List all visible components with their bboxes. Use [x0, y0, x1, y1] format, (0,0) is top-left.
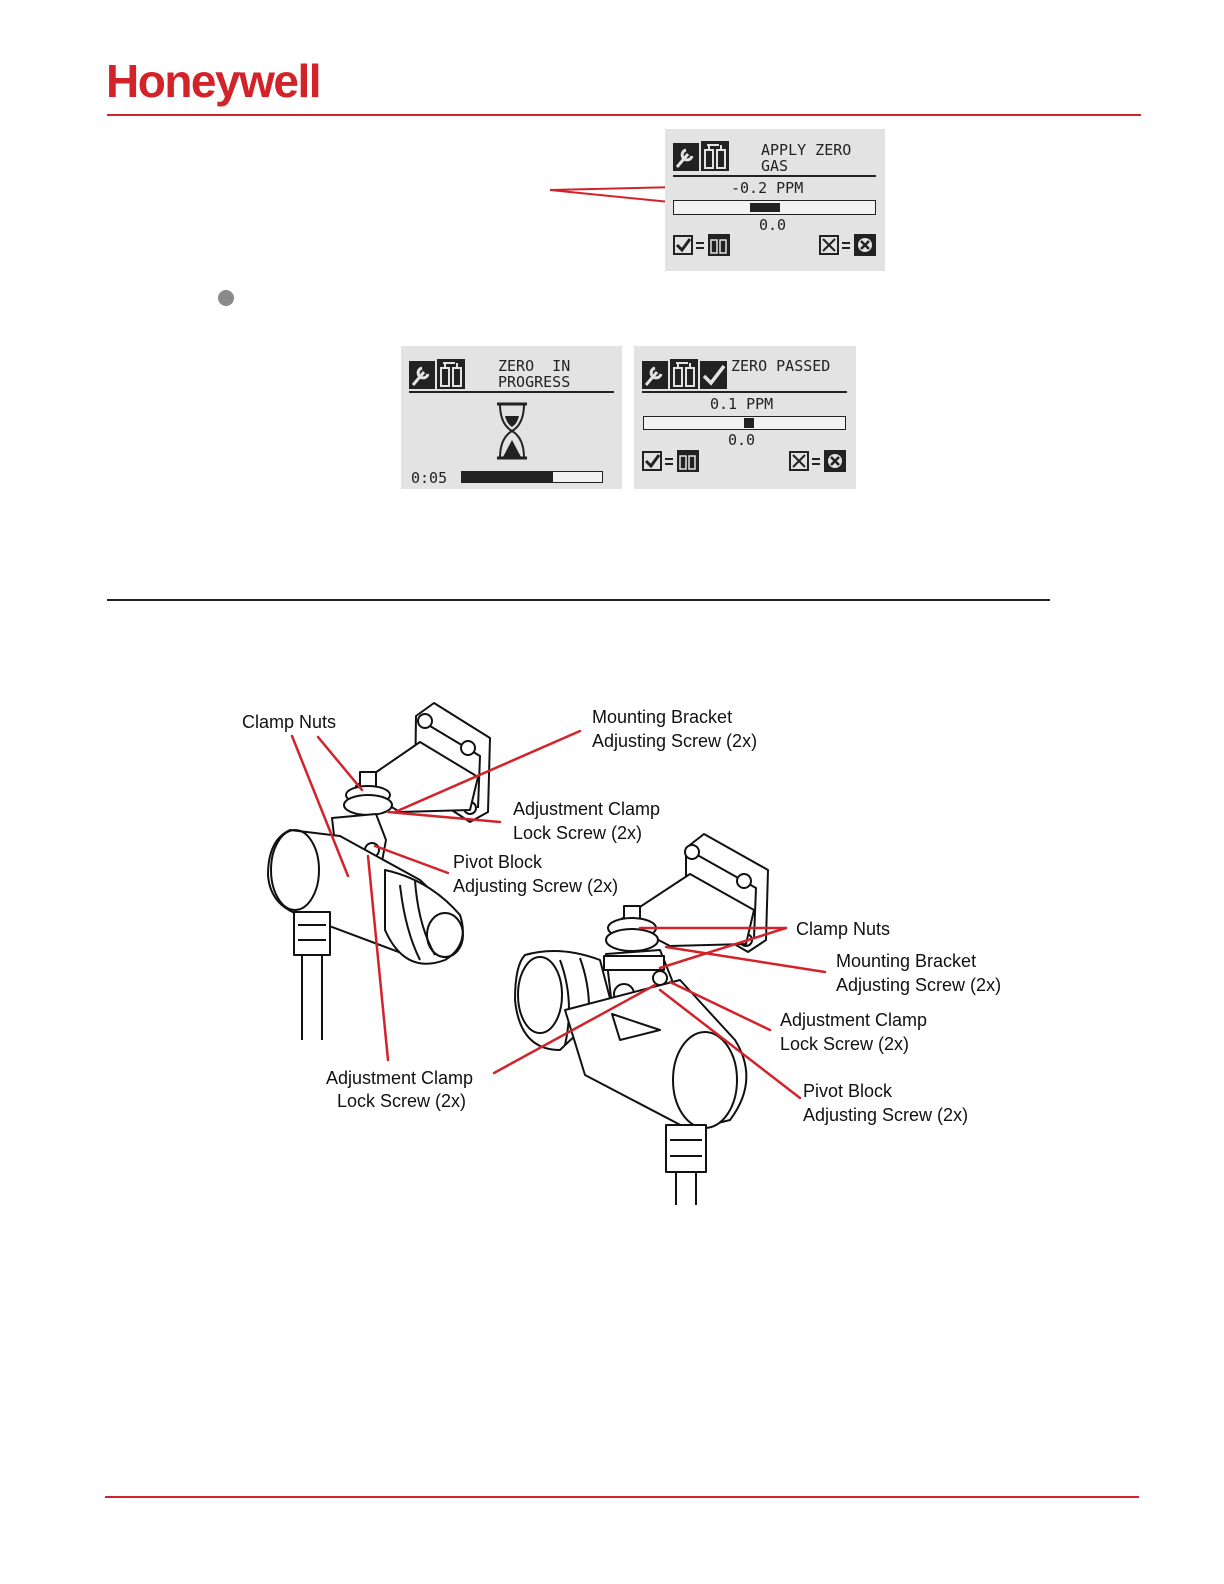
checkmark-icon: [700, 361, 727, 389]
label-mounting-bracket-right-1: Mounting Bracket: [836, 951, 977, 971]
label-mounting-bracket-left-1: Mounting Bracket: [592, 707, 733, 727]
zero-in-progress-screen: ZERO IN PROGRESS 0:05: [401, 346, 622, 489]
label-adjustment-clamp-left-1: Adjustment Clamp: [513, 799, 661, 819]
label-clamp-nuts-right: Clamp Nuts: [796, 919, 891, 939]
zero-progress-divider: [409, 391, 614, 393]
label-mounting-bracket-left-2: Adjusting Screw (2x): [592, 731, 758, 751]
label-pivot-block-right-1: Pivot Block: [803, 1081, 893, 1101]
header-rule: [107, 114, 1141, 116]
zero-progress-title-1: ZERO IN: [498, 357, 571, 375]
cancel-box-icon: [819, 234, 876, 256]
apply-zero-bar-fill: [750, 203, 780, 212]
section-rule: [107, 599, 1050, 601]
zero-passed-divider: [642, 391, 847, 393]
gas-bottle-icon: [670, 359, 698, 389]
label-adjustment-clamp-right-1: Adjustment Clamp: [780, 1010, 928, 1030]
zero-progress-bar: [461, 471, 603, 483]
zero-progress-title-2: PROGRESS: [498, 373, 571, 391]
label-adjustment-clamp-right-2: Lock Screw (2x): [780, 1034, 910, 1054]
cancel-box-icon: [789, 450, 846, 472]
zero-passed-reading: 0.1 PPM: [710, 395, 774, 413]
gas-bottle-icon: [437, 359, 465, 389]
label-clamp-nuts-left: Clamp Nuts: [242, 712, 337, 732]
zero-passed-bar: [643, 416, 846, 430]
wrench-icon: [673, 143, 699, 171]
zero-progress-bar-fill: [462, 472, 553, 482]
apply-zero-screen: APPLY ZERO GAS -0.2 PPM 0.0: [665, 129, 885, 271]
label-pivot-block-left-1: Pivot Block: [453, 852, 543, 872]
apply-zero-reading: -0.2 PPM: [731, 179, 804, 197]
footer-rule: [105, 1496, 1139, 1498]
label-mounting-bracket-right-2: Adjusting Screw (2x): [836, 975, 1002, 995]
hourglass-icon: [497, 402, 527, 460]
apply-zero-bar: [673, 200, 876, 215]
label-adjustment-clamp-left-2: Lock Screw (2x): [513, 823, 643, 843]
check-box-icon: [673, 234, 730, 256]
label-pivot-block-left-2: Adjusting Screw (2x): [453, 876, 619, 896]
wrench-icon: [642, 361, 668, 389]
apply-zero-baseline: 0.0: [759, 216, 787, 234]
zero-progress-timer: 0:05: [411, 469, 448, 487]
label-bottom-clamp-2: Lock Screw (2x): [337, 1091, 467, 1111]
label-pivot-block-right-2: Adjusting Screw (2x): [803, 1105, 969, 1125]
apply-zero-title-1: APPLY ZERO: [761, 141, 852, 159]
bullet-point: [218, 290, 234, 306]
wrench-icon: [409, 361, 435, 389]
zero-passed-screen: ZERO PASSED 0.1 PPM 0.0: [634, 346, 856, 489]
gas-bottle-icon: [701, 141, 729, 171]
check-box-icon: [642, 450, 699, 472]
zero-passed-baseline: 0.0: [728, 431, 756, 449]
apply-zero-divider: [673, 175, 876, 177]
apply-zero-title-2: GAS: [761, 157, 789, 175]
zero-passed-title: ZERO PASSED: [731, 357, 831, 375]
zero-passed-bar-fill: [744, 418, 754, 428]
honeywell-logo: Honeywell: [106, 55, 322, 107]
label-bottom-clamp-1: Adjustment Clamp: [326, 1068, 474, 1088]
